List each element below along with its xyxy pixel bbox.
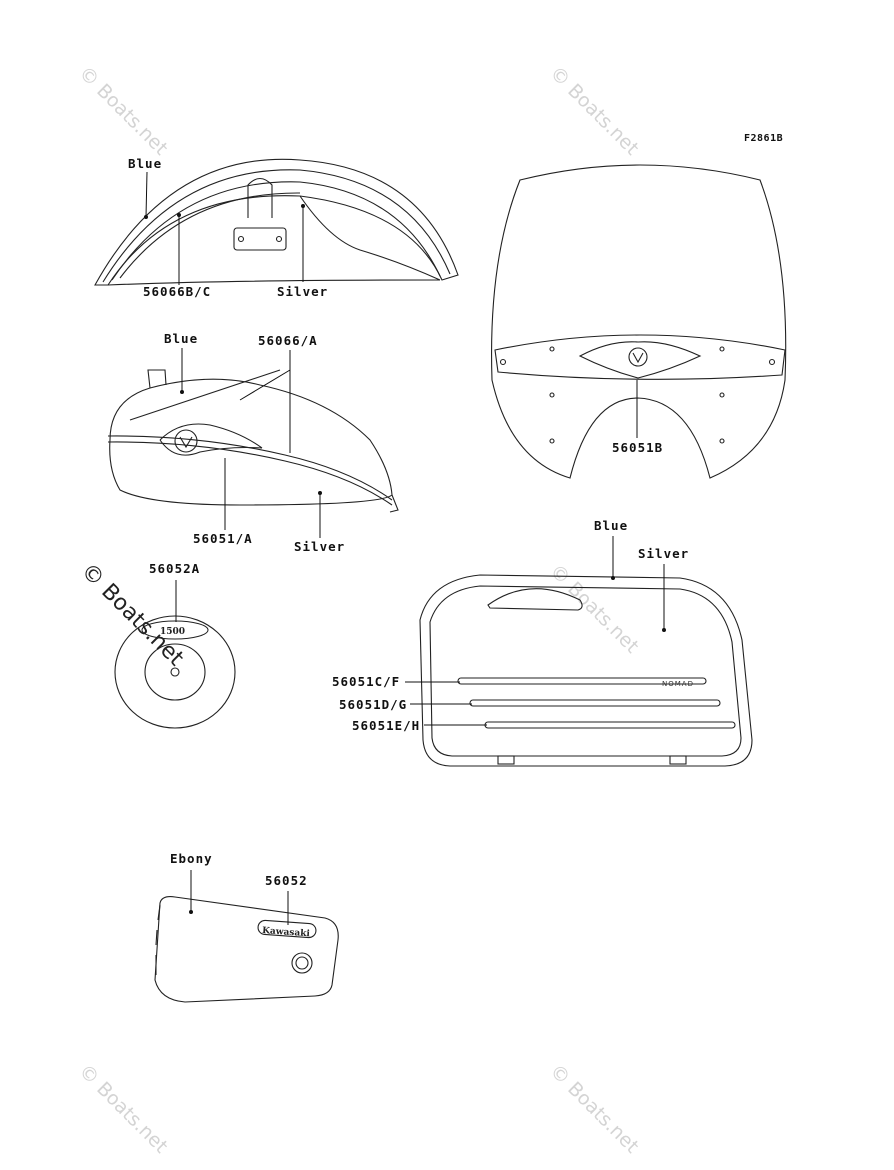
watermark: © Boats.net [545,62,643,160]
watermark: © Boats.net [545,560,643,658]
watermark: © Boats.net [74,62,172,160]
emblem-badge-text: 1500 [160,627,185,637]
saddlebag: NOMAD [419,574,753,767]
watermark: © Boats.net [545,1060,643,1158]
watermark: © Boats.net [74,1060,172,1158]
windshield [491,164,787,479]
tank-silver-label: Silver [294,539,345,554]
fuel-tank [107,369,399,513]
side-cover: Kawasaki [154,896,339,1003]
fender-part-label: 56066B/C [143,284,211,299]
emblem-part-label: 56052A [149,561,200,576]
fender-blue-label: Blue [128,156,162,171]
tank-part-b-label: 56051/A [193,531,253,546]
tank-part-a-label: 56066/A [258,333,318,348]
side-cover-part-label: 56052 [265,873,308,888]
stripe-c-label: 56051C/F [332,674,400,689]
fender-silver-label: Silver [277,284,328,299]
nomad-text: NOMAD [662,680,694,688]
side-cover-color-label: Ebony [170,851,213,866]
stripe-e-label: 56051E/H [352,718,420,733]
emblem-disc: 1500 [114,615,236,729]
figure-code: F2861B [744,133,783,144]
saddlebag-silver-label: Silver [638,546,689,561]
windshield-part-label: 56051B [612,440,663,455]
front-fender [94,158,459,286]
kawasaki-logo-text: Kawasaki [262,926,311,939]
saddlebag-blue-label: Blue [594,518,628,533]
stripe-d-label: 56051D/G [339,697,407,712]
tank-blue-label: Blue [164,331,198,346]
